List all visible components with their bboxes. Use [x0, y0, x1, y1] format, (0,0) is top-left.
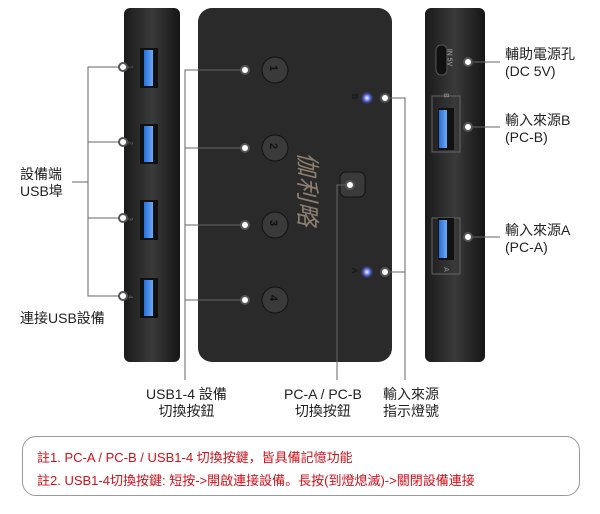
button-label-2: 2	[267, 142, 280, 150]
right-side-view	[425, 8, 485, 362]
led-a	[360, 265, 374, 279]
connect-usb-label: 連接USB設備	[20, 310, 105, 326]
usb-c-port	[435, 44, 448, 76]
usb-button-4	[261, 286, 289, 314]
usb-port-b	[431, 95, 461, 153]
button-label-1: 1	[267, 64, 280, 72]
port-a-label: A	[441, 267, 449, 272]
side-port-label-4: 4	[126, 295, 133, 299]
left-side-view	[124, 8, 180, 362]
usb-button-2	[261, 134, 289, 162]
side-port-label-2: 2	[126, 141, 133, 145]
brand-logo: 伽利略	[293, 152, 320, 227]
pc-switch-label: PC-A / PC-B 切換按鈕	[284, 386, 362, 419]
power-label: 輔助電源孔 (DC 5V)	[505, 46, 575, 79]
notes-box: 註1. PC-A / PC-B / USB1-4 切換按鍵，皆具備記憶功能 註2…	[22, 436, 580, 496]
usb-buttons-label: USB1-4 設備 切換按鈕	[146, 386, 227, 419]
note-1: 註1. PC-A / PC-B / USB1-4 切換按鍵，皆具備記憶功能	[37, 450, 353, 465]
led-a-label: A	[350, 267, 360, 274]
usb-button-1	[261, 56, 289, 84]
indicator-label: 輸入來源 指示燈號	[383, 386, 439, 419]
input-b-label: 輸入來源B (PC-B)	[505, 112, 571, 145]
usb-port-a	[431, 217, 461, 275]
led-b	[360, 91, 374, 105]
input-a-label: 輸入來源A (PC-A)	[505, 222, 571, 255]
button-label-4: 4	[267, 294, 280, 302]
side-port-label-1: 1	[126, 65, 133, 69]
top-view	[198, 8, 392, 362]
button-label-3: 3	[267, 219, 280, 227]
port-b-label: B	[441, 93, 449, 98]
led-b-label: B	[350, 93, 360, 100]
usb-port-4	[140, 278, 158, 318]
device-ports-label: 設備端 USB埠	[20, 166, 63, 199]
usb-port-3	[140, 200, 158, 240]
usb-port-2	[140, 124, 158, 164]
callout-dots	[118, 57, 473, 305]
note-2: 註2. USB1-4切換按鍵: 短按->開啟連接設備。長按(到燈熄滅)->關閉設…	[37, 473, 475, 488]
power-port-label: IN 5V	[445, 48, 453, 67]
side-port-label-3: 3	[126, 217, 133, 221]
usb-button-3	[261, 211, 289, 239]
usb-port-1	[140, 48, 158, 88]
